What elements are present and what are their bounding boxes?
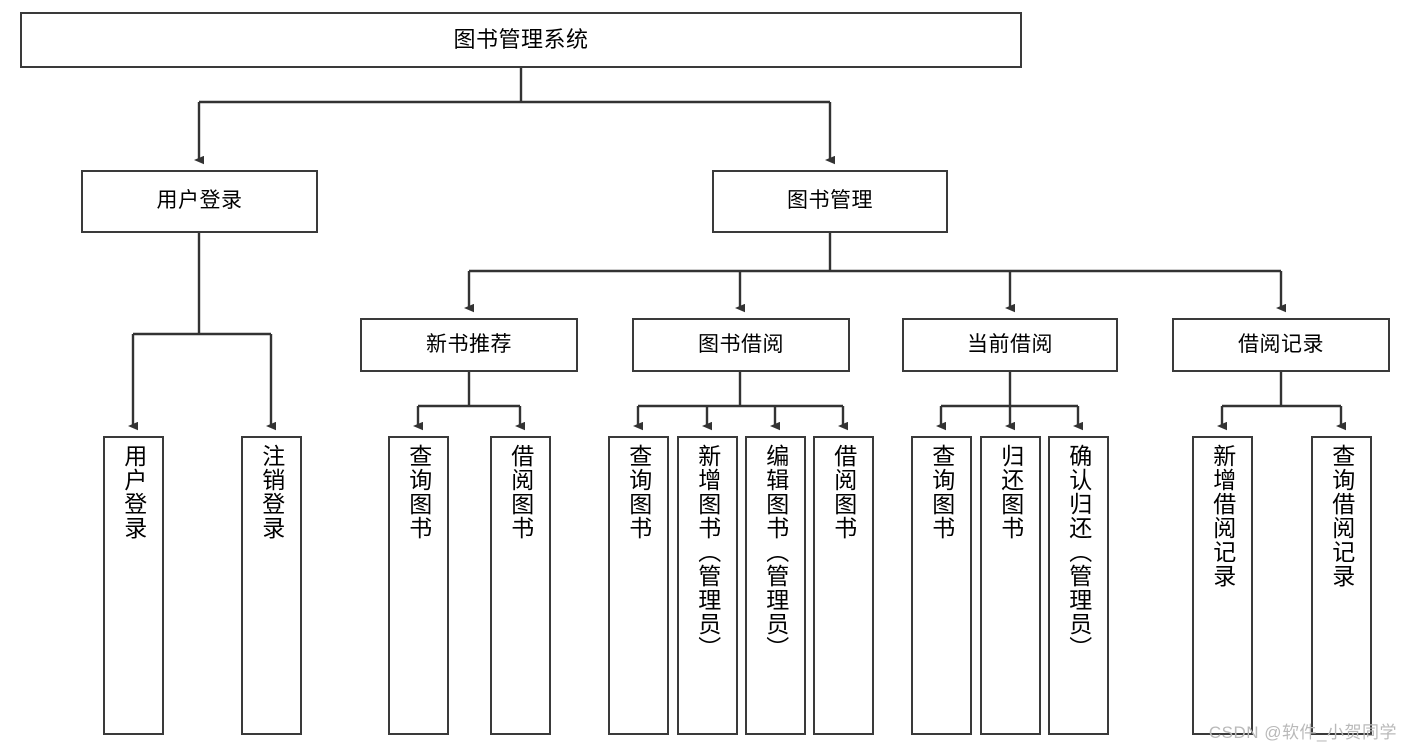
node-label: 借阅记录 xyxy=(1238,332,1324,356)
node-label: 图书管理 xyxy=(787,189,873,213)
node-label: 编辑图书（管理员） xyxy=(762,444,789,660)
node-label: 查询借阅记录 xyxy=(1328,444,1355,588)
node-label: 查询图书 xyxy=(625,444,652,540)
node-label: 查询图书 xyxy=(405,444,432,540)
node-label: 归还图书 xyxy=(997,444,1024,540)
leaf-user-logout[interactable]: 注销登录 xyxy=(241,436,302,735)
node-label: 当前借阅 xyxy=(967,332,1053,356)
leaf-borrow-add-book-admin[interactable]: 新增图书（管理员） xyxy=(677,436,738,735)
node-label: 新增借阅记录 xyxy=(1209,444,1236,588)
node-label: 确认归还（管理员） xyxy=(1065,444,1092,660)
leaf-newbook-query-books[interactable]: 查询图书 xyxy=(388,436,449,735)
node-current-borrow[interactable]: 当前借阅 xyxy=(902,318,1118,372)
node-label: 借阅图书 xyxy=(830,444,857,540)
node-root-system[interactable]: 图书管理系统 xyxy=(20,12,1022,68)
csdn-watermark: CSDN @软件_小贺同学 xyxy=(1208,723,1397,742)
node-book-management[interactable]: 图书管理 xyxy=(712,170,948,233)
node-new-book-recommend[interactable]: 新书推荐 xyxy=(360,318,578,372)
node-user-login[interactable]: 用户登录 xyxy=(81,170,318,233)
leaf-current-return-books[interactable]: 归还图书 xyxy=(980,436,1041,735)
leaf-borrow-borrow-books[interactable]: 借阅图书 xyxy=(813,436,874,735)
node-label: 新书推荐 xyxy=(426,332,512,356)
leaf-record-query-borrow-record[interactable]: 查询借阅记录 xyxy=(1311,436,1372,735)
leaf-current-query-books[interactable]: 查询图书 xyxy=(911,436,972,735)
node-label: 注销登录 xyxy=(258,444,285,540)
leaf-record-add-borrow-record[interactable]: 新增借阅记录 xyxy=(1192,436,1253,735)
leaf-user-login[interactable]: 用户登录 xyxy=(103,436,164,735)
leaf-borrow-query-books[interactable]: 查询图书 xyxy=(608,436,669,735)
leaf-borrow-edit-book-admin[interactable]: 编辑图书（管理员） xyxy=(745,436,806,735)
node-borrow-record[interactable]: 借阅记录 xyxy=(1172,318,1390,372)
leaf-current-confirm-return-admin[interactable]: 确认归还（管理员） xyxy=(1048,436,1109,735)
node-label: 查询图书 xyxy=(928,444,955,540)
leaf-newbook-borrow-books[interactable]: 借阅图书 xyxy=(490,436,551,735)
node-label: 图书管理系统 xyxy=(453,27,589,53)
node-label: 用户登录 xyxy=(156,189,243,213)
node-label: 用户登录 xyxy=(120,444,147,540)
node-book-borrow[interactable]: 图书借阅 xyxy=(632,318,850,372)
node-label: 新增图书（管理员） xyxy=(694,444,721,660)
node-label: 借阅图书 xyxy=(507,444,534,540)
node-label: 图书借阅 xyxy=(698,332,784,356)
